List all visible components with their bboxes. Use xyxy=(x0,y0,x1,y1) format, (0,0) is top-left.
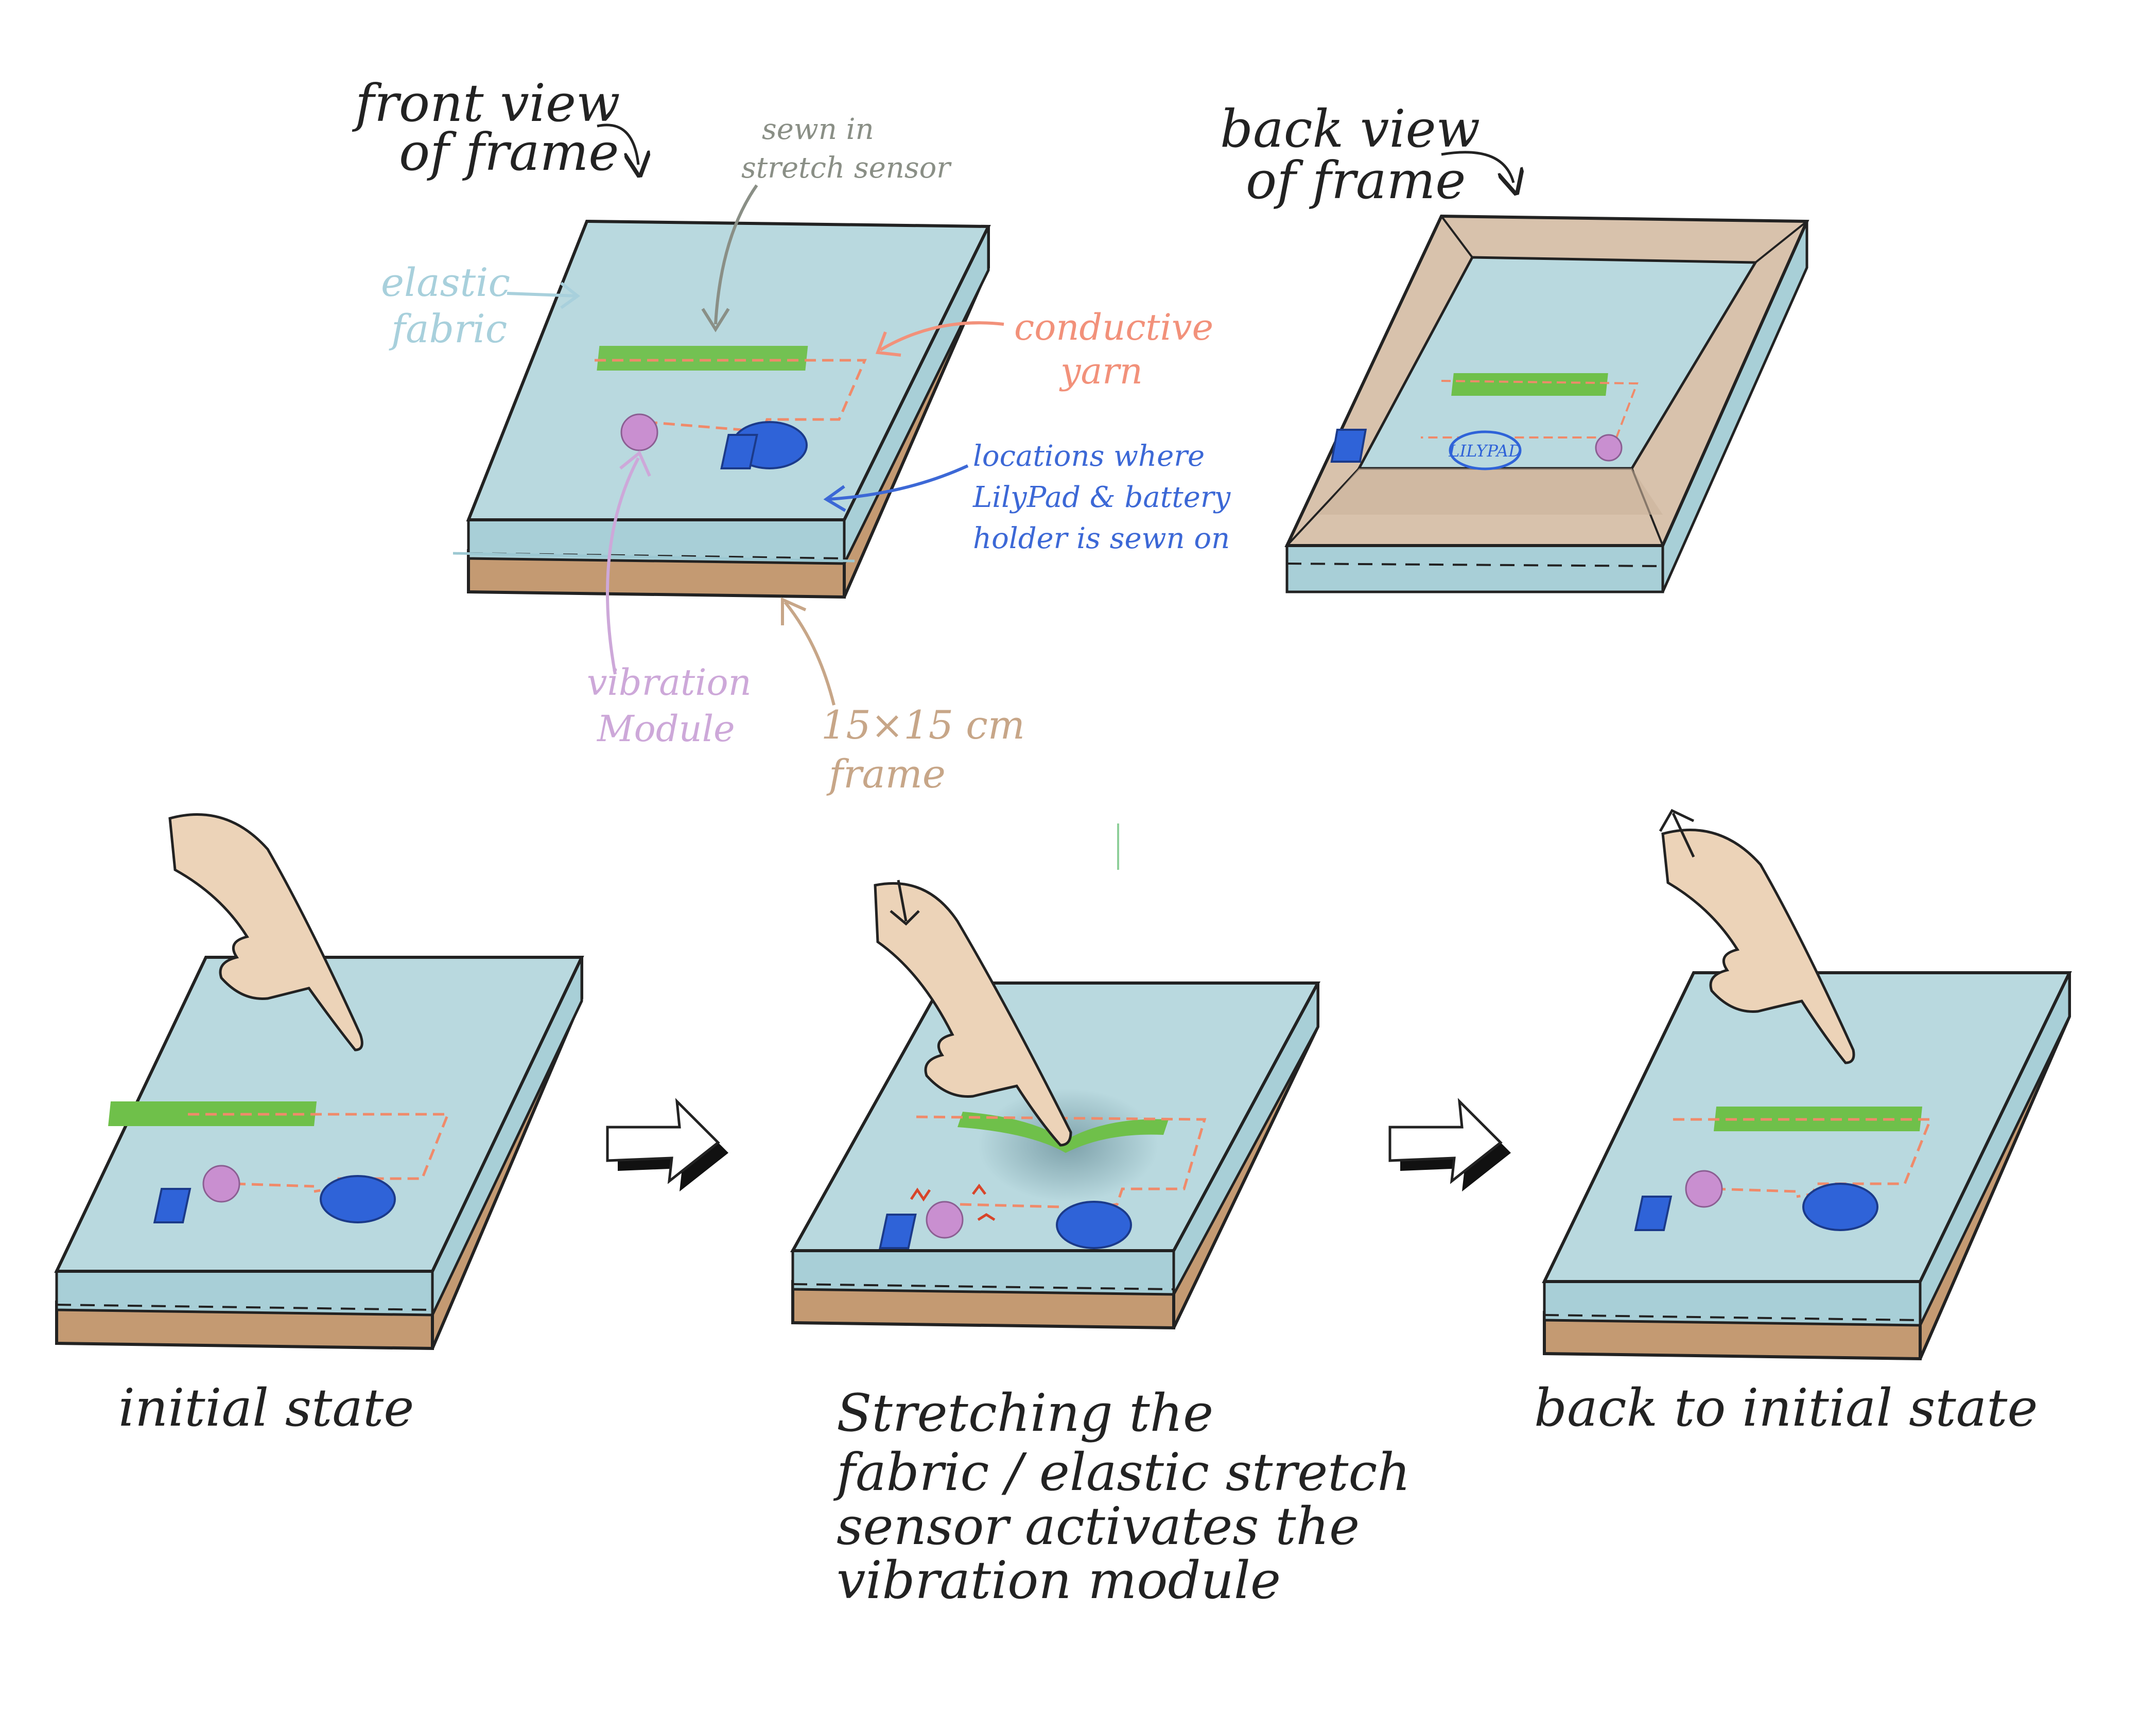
locations-label: locations where xyxy=(973,440,1205,473)
locations-label-2: LilyPad & battery xyxy=(972,481,1231,514)
back-view-subtitle: of frame xyxy=(1246,150,1466,211)
back-stretch-sensor xyxy=(1451,373,1608,396)
lilypad-chip-label: LILYPAD xyxy=(1448,441,1522,461)
battery-holder xyxy=(722,435,757,468)
caption-back-to-initial: back to initial state xyxy=(1534,1378,2038,1438)
state-arrow-2 xyxy=(1390,1101,1511,1191)
stretch-sensor xyxy=(597,346,808,371)
caption-stretching-3: sensor activates the xyxy=(837,1496,1360,1556)
back-vibration-module xyxy=(1596,435,1622,461)
back-view-box: LILYPAD xyxy=(1287,216,1807,592)
elastic-label-2: fabric xyxy=(389,306,507,352)
frame-size-arrow xyxy=(785,602,834,705)
caption-stretching-1: Stretching the xyxy=(837,1383,1213,1443)
vibration-label: vibration xyxy=(587,661,752,704)
conductive-label: conductive xyxy=(1014,306,1213,348)
vibration-label-2: Module xyxy=(596,708,735,750)
front-view-subtitle: of frame xyxy=(399,122,619,182)
state-initial-box xyxy=(57,957,582,1348)
caption-initial-state: initial state xyxy=(118,1378,414,1438)
state-arrow-1 xyxy=(607,1101,728,1191)
back-battery-holder xyxy=(1332,430,1366,462)
caption-stretching-4: vibration module xyxy=(837,1550,1281,1610)
sewn-label-2: stretch sensor xyxy=(741,151,952,185)
caption-stretching-2: fabric / elastic stretch xyxy=(833,1442,1411,1502)
frame-size-label-2: frame xyxy=(826,751,946,797)
elastic-label: elastic xyxy=(381,259,510,305)
conductive-label-2: yarn xyxy=(1059,350,1143,392)
sewn-label: sewn in xyxy=(762,113,874,146)
state-stretch-box xyxy=(793,983,1318,1328)
locations-label-3: holder is sewn on xyxy=(973,522,1230,555)
vibration-module xyxy=(621,414,657,450)
state-back-box xyxy=(1544,973,2069,1359)
frame-size-label: 15×15 cm xyxy=(821,702,1025,748)
